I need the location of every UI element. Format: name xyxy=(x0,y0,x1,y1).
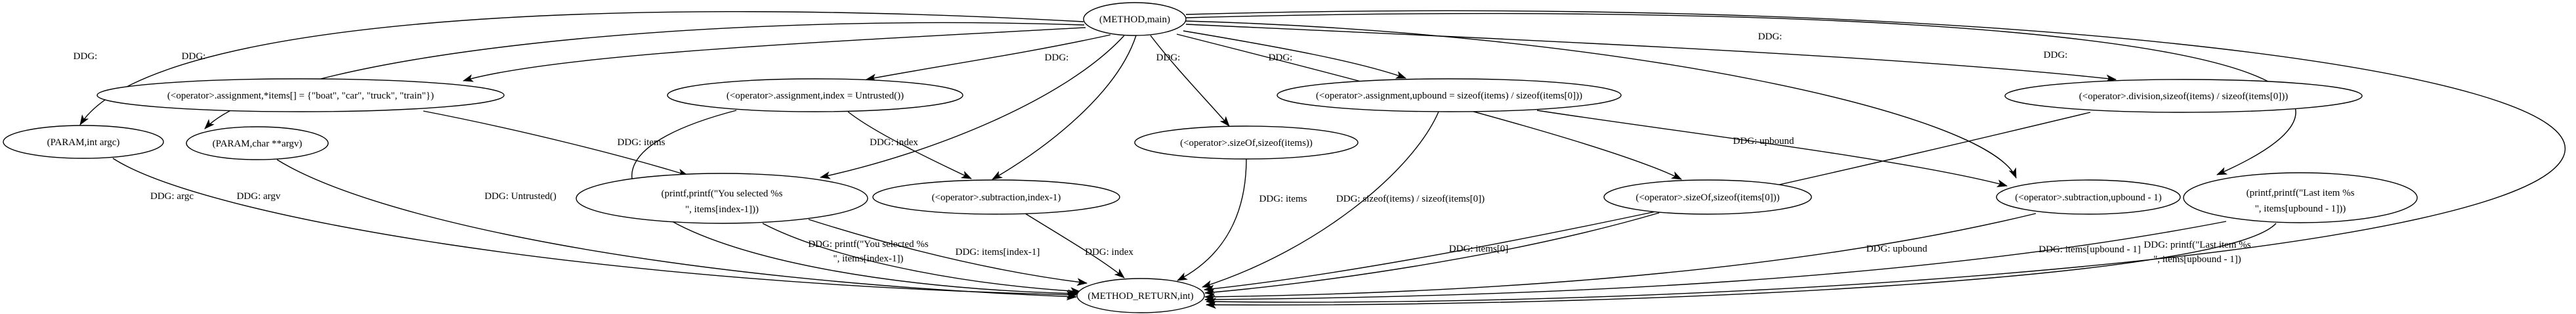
node-assign-items: (<operator>.assignment,*items[] = {"boat… xyxy=(96,78,505,112)
edge-label-ddg-printf-selected: DDG: printf("You selected %s", items[ind… xyxy=(808,239,928,264)
node-param-argv: (PARAM,char **argv) xyxy=(186,126,329,160)
edge-printf-last-to-return-b xyxy=(1206,223,2277,309)
edge-label-ddg-upbound-upper: DDG: upbound xyxy=(1733,136,1794,146)
edge-main-to-argc xyxy=(79,11,1084,125)
edge-label-ddg-index-lower: DDG: index xyxy=(1085,247,1133,258)
node-label-method-return: (METHOD_RETURN,int) xyxy=(1087,291,1193,302)
edge-main-to-upbound xyxy=(1183,30,1406,79)
node-method-main: (METHOD,main) xyxy=(1083,2,1187,36)
node-label-param-argv: (PARAM,char **argv) xyxy=(213,139,303,149)
node-ellipse-printf-selected xyxy=(576,173,868,224)
node-label-sizeof-items0: (<operator>.sizeOf,sizeof(items[0])) xyxy=(1636,192,1779,203)
node-ellipse-subtraction-index xyxy=(872,179,1120,215)
edge-main-to-sizeof-items0 xyxy=(1176,34,1682,180)
node-label-division: (<operator>.division,sizeof(items) / siz… xyxy=(2079,91,2289,102)
edge-label-ddg-items-index-1: DDG: items[index-1] xyxy=(956,247,1040,258)
edge-main-to-items xyxy=(463,27,1086,82)
node-sizeof-items: (<operator>.sizeOf,sizeof(items)) xyxy=(1134,125,1359,160)
edge-argc-to-return xyxy=(112,158,1077,299)
node-label-assign-index: (<operator>.assignment,index = Untrusted… xyxy=(727,91,904,101)
edge-label-ddg-items0: DDG: items[0] xyxy=(1449,244,1508,254)
edge-main-to-printf-last xyxy=(1185,12,2296,175)
edge-label-ddg-items-lower: DDG: items xyxy=(1259,194,1307,204)
edge-label-ddg-items-upper: DDG: items xyxy=(618,137,665,148)
edge-main-to-index xyxy=(866,34,1111,82)
edge-printf-selected-to-return-a xyxy=(762,223,1081,296)
edge-label-ddg-plain-4: DDG: xyxy=(1156,53,1181,63)
edge-label-ddg-plain-2: DDG: xyxy=(182,51,206,62)
edge-label-ddg-untrusted: DDG: Untrusted() xyxy=(484,191,557,202)
node-label-subtraction-index: (<operator>.subtraction,index-1) xyxy=(932,192,1061,203)
edge-label-ddg-printf-last: DDG: printf("Last item %s", items[upboun… xyxy=(2143,240,2250,265)
edge-argv-to-return xyxy=(276,159,1077,301)
node-ellipse-division xyxy=(2004,79,2363,113)
edge-subtraction-upbound-to-return xyxy=(1204,213,2037,301)
edge-main-to-subtraction-upbound xyxy=(1185,20,2017,179)
node-label-sizeof-items: (<operator>.sizeOf,sizeof(items)) xyxy=(1180,138,1313,148)
node-ellipse-param-argv xyxy=(186,126,329,160)
node-label-printf-selected: (printf,printf("You selected %s", items[… xyxy=(662,189,783,215)
node-label-printf-last: (printf,printf("Last item %s", items[upb… xyxy=(2247,188,2355,214)
edge-label-ddg-plain-5: DDG: xyxy=(1269,53,1293,63)
edge-division-to-return xyxy=(1204,112,2091,293)
edge-label-ddg-argv: DDG: argv xyxy=(237,191,281,202)
node-ellipse-method-return xyxy=(1076,278,1205,313)
node-subtraction-index: (<operator>.subtraction,index-1) xyxy=(872,179,1120,215)
node-ellipse-method-main xyxy=(1083,2,1187,36)
node-assign-upbound: (<operator>.assignment,upbound = sizeof(… xyxy=(1277,78,1622,112)
node-sizeof-items0: (<operator>.sizeOf,sizeof(items[0])) xyxy=(1603,179,1812,215)
edge-main-to-return xyxy=(1185,10,2565,306)
edge-printf-last-to-return-a xyxy=(1204,221,2227,303)
edge-label-ddg-items-upbound-1: DDG: items[upbound - 1] xyxy=(2038,244,2140,255)
node-ellipse-param-argc xyxy=(3,125,164,159)
edge-label-ddg-index-upper: DDG: index xyxy=(870,137,918,148)
edge-label-ddg-upbound-lower: DDG: upbound xyxy=(1867,244,1928,254)
edge-label-ddg-plain-1: DDG: xyxy=(74,51,98,62)
edge-label-ddg-plain-6: DDG: xyxy=(1758,32,1783,42)
node-label-assign-items: (<operator>.assignment,*items[] = {"boat… xyxy=(167,91,434,101)
node-ellipse-printf-last xyxy=(2183,172,2418,223)
edge-sizeof-items-to-return xyxy=(1177,158,1247,281)
node-method-return: (METHOD_RETURN,int) xyxy=(1076,278,1205,313)
node-subtraction-upbound: (<operator>.subtraction,upbound - 1) xyxy=(1996,179,2181,215)
edge-main-to-argv xyxy=(204,22,1085,129)
edge-label-ddg-plain-7: DDG: xyxy=(2044,50,2068,60)
edge-main-to-printf-selected xyxy=(820,35,1125,179)
node-assign-index: (<operator>.assignment,index = Untrusted… xyxy=(667,78,963,112)
node-label-assign-upbound: (<operator>.assignment,upbound = sizeof(… xyxy=(1316,91,1582,101)
node-ellipse-subtraction-upbound xyxy=(1996,179,2181,215)
node-label-method-main: (METHOD,main) xyxy=(1099,14,1170,25)
edge-index-to-subtraction-index xyxy=(847,111,972,179)
edge-main-to-subtraction-index xyxy=(992,35,1137,180)
edge-main-to-sizeof-items xyxy=(1150,35,1230,127)
node-ellipse-assign-upbound xyxy=(1277,78,1622,112)
edge-label-ddg-plain-3: DDG: xyxy=(1045,53,1069,63)
edge-upbound-to-subtraction xyxy=(1536,110,2008,187)
node-ellipse-assign-index xyxy=(667,78,963,112)
node-label-param-argc: (PARAM,int argc) xyxy=(47,137,120,148)
edge-label-ddg-argc: DDG: argc xyxy=(150,191,194,202)
edge-label-ddg-sizeof-div: DDG: sizeof(items) / sizeof(items[0]) xyxy=(1336,194,1485,204)
edge-upbound-to-return xyxy=(1202,111,1439,288)
node-printf-selected: (printf,printf("You selected %s", items[… xyxy=(576,173,868,224)
node-printf-last: (printf,printf("Last item %s", items[upb… xyxy=(2183,172,2418,223)
edge-items-to-printf-selected xyxy=(423,110,688,177)
node-param-argc: (PARAM,int argc) xyxy=(3,125,164,159)
node-division: (<operator>.division,sizeof(items) / siz… xyxy=(2004,79,2363,113)
node-ellipse-assign-items xyxy=(96,78,505,112)
node-ellipse-sizeof-items0 xyxy=(1603,179,1812,215)
edge-main-to-division xyxy=(1185,24,2117,83)
node-ellipse-sizeof-items xyxy=(1134,125,1359,160)
edge-sizeof-items0-to-return xyxy=(1204,212,1660,296)
node-label-subtraction-upbound: (<operator>.subtraction,upbound - 1) xyxy=(2015,192,2162,203)
edge-printf-selected-to-return-b xyxy=(808,219,1087,286)
edge-subtraction-index-to-return xyxy=(1024,213,1125,279)
